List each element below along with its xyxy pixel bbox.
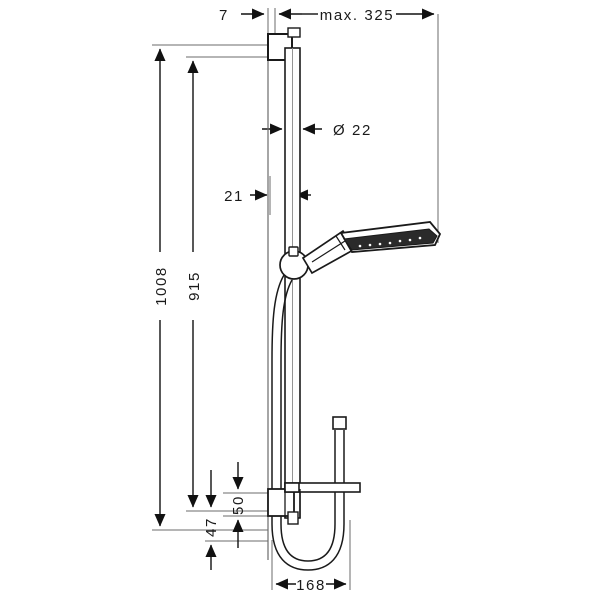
dimension-label-21: 21 (224, 188, 244, 205)
dimension-hose-loop-width: 168 (275, 577, 347, 594)
shower-hose (271, 274, 345, 571)
dimension-label-168: 168 (296, 577, 326, 594)
top-bracket-spigot (287, 27, 301, 38)
handshower-spray-face (358, 236, 422, 248)
dimension-rail-height: 915 (186, 60, 203, 508)
dimension-label-50: 50 (230, 495, 247, 515)
bottom-bracket-arm-joint (284, 482, 300, 493)
bottom-bracket-nipple (287, 511, 299, 525)
dimension-label-1008: 1008 (153, 266, 170, 306)
dimension-label-915: 915 (186, 271, 203, 301)
dimension-overall-height: 1008 (153, 48, 170, 527)
dimension-wall-offset: 7 (219, 7, 265, 24)
dimension-label-7: 7 (219, 7, 229, 24)
dimension-rod-diameter: Ø 22 (262, 122, 372, 139)
bottom-wall-bracket (267, 482, 361, 525)
handshower-head (339, 221, 442, 253)
handshower-handle-groove (311, 235, 346, 263)
rail-foot (284, 489, 301, 518)
dimension-label-max-325: max. 325 (320, 7, 395, 24)
dimension-label-dia-22: Ø 22 (333, 122, 372, 139)
dimension-label-47: 47 (203, 517, 220, 537)
dimension-max-reach: max. 325 (278, 7, 435, 24)
top-wall-bracket (267, 33, 293, 61)
dimension-lower-foot-height: 47 (203, 470, 220, 570)
hose-wall-outlet (332, 416, 347, 430)
dimension-lower-bracket-height: 50 (230, 462, 247, 548)
